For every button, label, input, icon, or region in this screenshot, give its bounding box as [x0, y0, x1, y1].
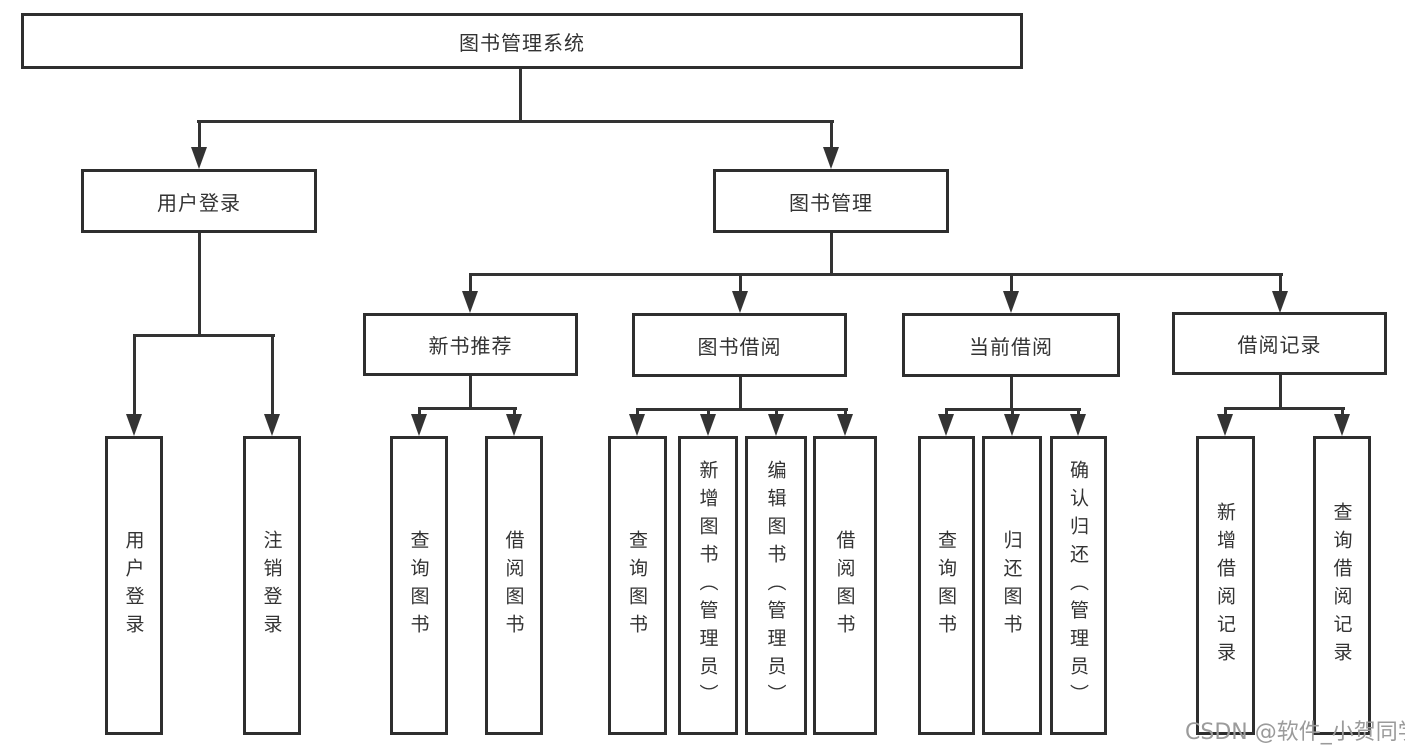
leaf-edit-books-admin-label: 编辑图书（管理员）: [764, 459, 787, 712]
arrow-head: [1004, 414, 1020, 436]
leaf-borrow-books-recommend: 借阅图书: [485, 436, 543, 735]
arrow-head: [1272, 291, 1288, 313]
arrow-head: [126, 414, 142, 436]
leaf-query-books-current: 查询图书: [918, 436, 975, 735]
connector-line: [1011, 408, 1014, 418]
arrow-head: [1334, 414, 1350, 436]
leaf-user-login: 用户登录: [105, 436, 163, 735]
leaf-query-books-borrow-label: 查询图书: [626, 529, 648, 642]
leaf-logout-label: 注销登录: [260, 529, 283, 642]
connector-line: [1341, 407, 1344, 418]
connector-line: [418, 407, 517, 410]
leaf-add-books-admin: 新增图书（管理员）: [678, 436, 738, 735]
leaf-borrow-books: 借阅图书: [813, 436, 877, 735]
connector-line: [418, 407, 421, 418]
arrow-head: [506, 414, 522, 436]
connector-line: [198, 120, 201, 154]
node-book-management-label: 图书管理: [789, 190, 873, 215]
node-library-management-system-label: 图书管理系统: [459, 30, 585, 55]
leaf-user-login-label: 用户登录: [122, 529, 145, 642]
connector-line: [1224, 407, 1345, 410]
connector-line: [271, 334, 274, 418]
connector-line: [133, 334, 136, 418]
connector-line: [1010, 273, 1013, 293]
arrow-head: [768, 414, 784, 436]
node-book-borrow: 图书借阅: [632, 313, 847, 377]
connector-line: [636, 408, 848, 411]
arrow-head: [1003, 291, 1019, 313]
leaf-edit-books-admin: 编辑图书（管理员）: [745, 436, 807, 735]
leaf-confirm-return-admin: 确认归还（管理员）: [1050, 436, 1107, 735]
node-current-borrow-label: 当前借阅: [969, 334, 1053, 359]
arrow-head: [629, 414, 645, 436]
leaf-add-borrow-record: 新增借阅记录: [1196, 436, 1255, 735]
connector-line: [469, 273, 1283, 276]
connector-line: [775, 408, 778, 418]
leaf-query-books-current-label: 查询图书: [935, 529, 957, 642]
leaf-logout: 注销登录: [243, 436, 301, 735]
arrow-head: [1217, 414, 1233, 436]
connector-line: [197, 120, 834, 123]
leaf-borrow-books-recommend-label: 借阅图书: [502, 529, 525, 642]
connector-line: [830, 233, 833, 276]
arrow-head: [264, 414, 280, 436]
node-current-borrow: 当前借阅: [902, 313, 1120, 377]
arrow-head: [1070, 414, 1086, 436]
connector-line: [1224, 407, 1227, 418]
node-user-login-label: 用户登录: [157, 190, 241, 215]
leaf-return-books-label: 归还图书: [1000, 529, 1023, 642]
arrow-head: [732, 291, 748, 313]
connector-line: [1279, 375, 1282, 410]
leaf-query-borrow-record: 查询借阅记录: [1313, 436, 1371, 735]
connector-line: [513, 407, 516, 418]
connector-line: [739, 377, 742, 411]
leaf-confirm-return-admin-label: 确认归还（管理员）: [1067, 459, 1089, 712]
connector-line: [1010, 377, 1013, 411]
connector-line: [844, 408, 847, 418]
connector-line: [469, 376, 472, 410]
connector-line: [1279, 273, 1282, 293]
leaf-query-books-recommend-label: 查询图书: [407, 529, 430, 642]
leaf-add-borrow-record-label: 新增借阅记录: [1214, 501, 1236, 670]
node-library-management-system: 图书管理系统: [21, 13, 1023, 69]
arrow-head: [411, 414, 427, 436]
connector-line: [1077, 408, 1080, 418]
connector-line: [707, 408, 710, 418]
arrow-head: [823, 147, 839, 169]
connector-line: [198, 233, 201, 337]
leaf-borrow-books-label: 借阅图书: [833, 529, 856, 642]
connector-line: [945, 408, 948, 418]
leaf-query-books-borrow: 查询图书: [608, 436, 667, 735]
leaf-add-books-admin-label: 新增图书（管理员）: [696, 459, 719, 712]
node-book-borrow-label: 图书借阅: [697, 334, 782, 359]
arrow-head: [462, 291, 478, 313]
connector-line: [830, 120, 833, 154]
arrow-head: [938, 414, 954, 436]
leaf-query-books-recommend: 查询图书: [390, 436, 448, 735]
leaf-query-borrow-record-label: 查询借阅记录: [1330, 501, 1353, 670]
node-book-management: 图书管理: [713, 169, 949, 233]
connector-line: [636, 408, 639, 418]
leaf-return-books: 归还图书: [982, 436, 1042, 735]
connector-line: [519, 69, 522, 123]
node-borrow-records: 借阅记录: [1172, 312, 1387, 375]
connector-line: [739, 273, 742, 293]
node-borrow-records-label: 借阅记录: [1237, 333, 1322, 357]
arrow-head: [837, 414, 853, 436]
connector-line: [469, 273, 472, 293]
node-new-book-recommend-label: 新书推荐: [428, 334, 513, 358]
connector-line: [133, 334, 275, 337]
arrow-head: [700, 414, 716, 436]
watermark: CSDN @软件_小贺同学: [1185, 720, 1405, 745]
node-new-book-recommend: 新书推荐: [363, 313, 578, 376]
arrow-head: [191, 147, 207, 169]
node-user-login: 用户登录: [81, 169, 317, 233]
